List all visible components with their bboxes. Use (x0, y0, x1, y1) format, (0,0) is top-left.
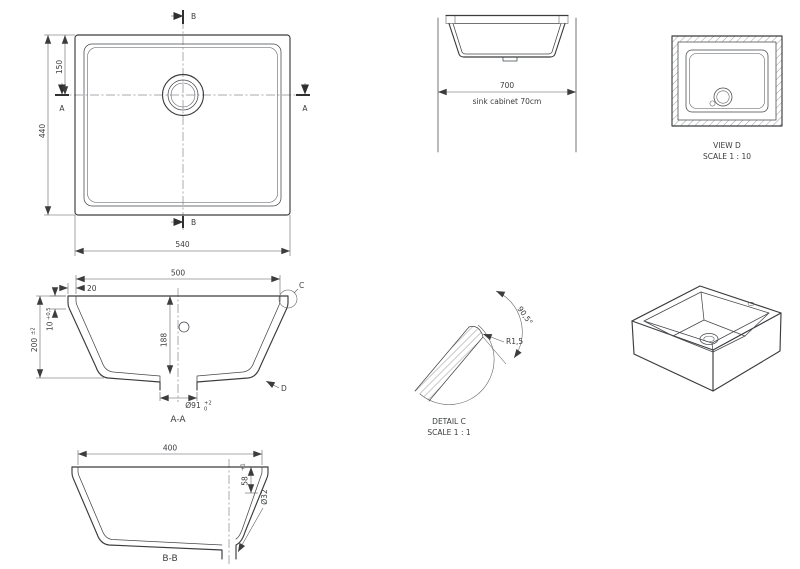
dim-text-188: 188 (160, 333, 169, 348)
dim-text-58: 58 (241, 476, 250, 486)
plan-inner-rim (83, 43, 282, 207)
dim-tol-58: +1 (241, 463, 247, 471)
detail-c-marker: C (299, 281, 304, 290)
bb-inner-wall-left (77, 466, 223, 546)
dim-text-440: 440 (38, 124, 47, 139)
radius-text: R1,5 (506, 337, 523, 346)
aa-inner-wall-left (75, 295, 161, 391)
detail-d-leader (265, 380, 280, 389)
dim-tol-91-plus: +2 (204, 401, 212, 407)
angle-text: 90,5° (515, 305, 534, 327)
plan-drain-inner-circle (170, 82, 196, 108)
dim-tol-200: ±2 (31, 327, 37, 335)
section-b-label-bottom: B (191, 218, 196, 227)
iso-rim-inner (643, 291, 770, 344)
rim-section-left (445, 15, 456, 24)
detail-hatch (415, 326, 483, 401)
drain-stub (502, 56, 518, 62)
section-b-b: 400 58 +1 Ø32 B-B (71, 444, 269, 565)
detail-c-scale: SCALE 1 : 1 (427, 428, 470, 437)
dim-text-32: Ø32 (260, 489, 269, 505)
view-d-border-inner (677, 41, 777, 121)
plan-drain-outer-circle (161, 73, 205, 117)
section-b-label-top: B (191, 12, 196, 21)
view-d-hatched-border (672, 36, 782, 126)
dim-text-20: 20 (87, 284, 97, 293)
sink-outer-wall (448, 22, 566, 58)
detail-adjacent-face (482, 336, 507, 365)
detail-c-title: DETAIL C (432, 417, 466, 426)
view-d: VIEW D SCALE 1 : 10 (671, 35, 783, 161)
iso-rim-outer (631, 285, 782, 351)
view-d-drain-outer (713, 87, 733, 107)
rim-section-right (558, 15, 569, 24)
section-aa-label: A-A (170, 415, 186, 425)
dim-tol-91-minus: 0 (204, 407, 207, 413)
iso-bowl-edge (643, 320, 674, 337)
view-d-title: VIEW D (713, 141, 741, 150)
view-d-scale: SCALE 1 : 10 (703, 152, 751, 161)
view-d-rim (685, 49, 769, 113)
cabinet-caption: sink cabinet 70cm (473, 97, 542, 106)
view-d-bowl-edge (689, 53, 765, 109)
aa-inner-wall-right (196, 295, 281, 391)
detail-c-view: 90,5° R1,5 DETAIL C SCALE 1 : 1 (414, 290, 535, 437)
plan-bowl-edge (87, 47, 278, 203)
dim-text-91: Ø91 (185, 401, 201, 410)
bb-inner-wall-right (235, 466, 263, 540)
dim-text-150: 150 (55, 60, 64, 75)
plan-drain-mid-circle (167, 79, 199, 111)
iso-drain-outer (699, 333, 719, 345)
iso-drain-inner (703, 335, 715, 343)
iso-bowl-edge (700, 291, 705, 321)
dim-tol-10: +0,5 (46, 307, 52, 320)
view-d-overflow-hole (709, 100, 716, 107)
section-a-label-left: A (59, 104, 65, 113)
dim-text-500: 500 (171, 269, 186, 278)
detail-d-marker: D (281, 384, 287, 393)
plan-view: B B A A 440 150 540 (38, 10, 310, 256)
isometric-view (631, 285, 782, 392)
angle-arc (495, 290, 523, 359)
dim-text-200: 200 (30, 338, 39, 353)
aa-outer-wall-left (67, 295, 161, 391)
detail-outer-face (414, 326, 482, 392)
plan-outer-outline (74, 34, 291, 216)
dim-text-700: 700 (500, 81, 515, 90)
sink-inner-wall (452, 23, 562, 55)
dia32-leader (237, 507, 264, 553)
detail-inner-face (428, 331, 484, 402)
bb-outer-wall-left (71, 466, 223, 560)
view-d-drain-inner (716, 90, 730, 104)
front-view: 700 sink cabinet 70cm (437, 14, 577, 153)
dim-text-540: 540 (175, 240, 190, 249)
section-bb-label: B-B (162, 554, 177, 564)
view-d-outer (671, 35, 783, 127)
iso-bowl-edge (744, 312, 770, 337)
section-a-label-right: A (302, 104, 308, 113)
section-a-a: 500 20 10 +0,5 200 ±2 188 Ø91 +2 0 C (30, 269, 304, 426)
dim-text-400: 400 (163, 444, 178, 453)
detail-boundary (419, 324, 495, 405)
iso-overflow-hole (747, 302, 755, 306)
aa-outer-wall-right (196, 295, 289, 391)
aa-drain-knob (178, 321, 190, 333)
dim-text-10: 10 (46, 321, 55, 331)
radius-leader (482, 333, 505, 343)
detail-c-leader (293, 288, 299, 294)
detail-c-circle (278, 289, 298, 309)
